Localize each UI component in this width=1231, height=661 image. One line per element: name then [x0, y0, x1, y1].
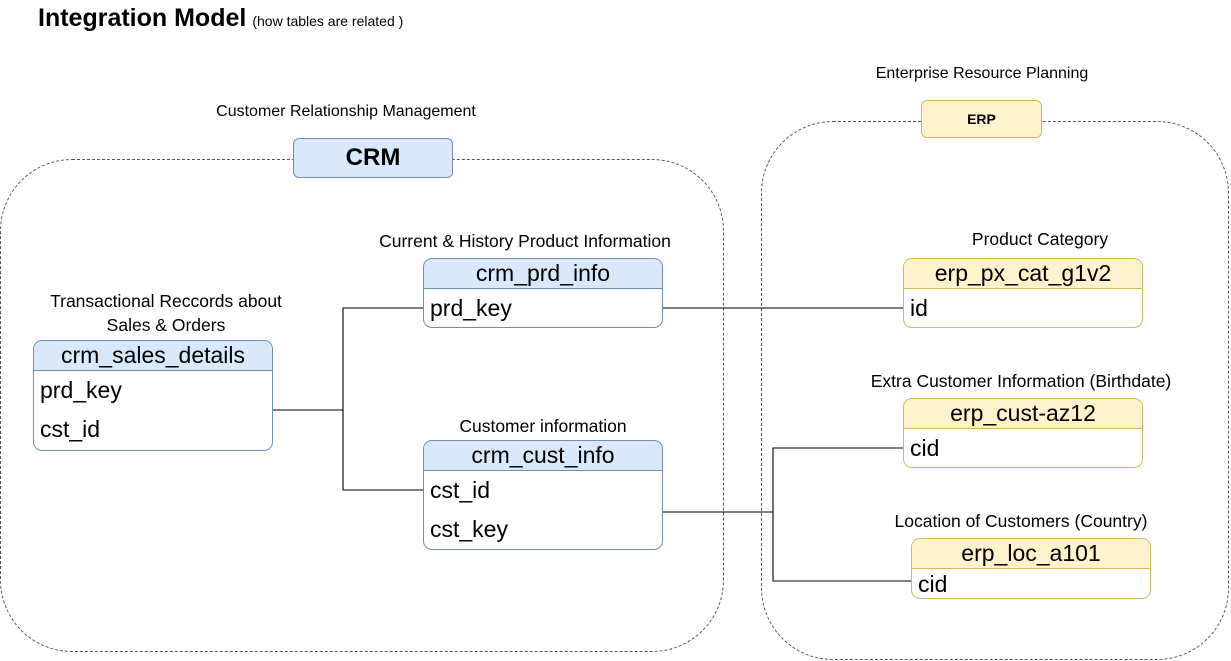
erp-group-caption: Enterprise Resource Planning: [875, 65, 1089, 82]
link-cust-erpcust: [663, 447, 903, 513]
table-header: erp_loc_a101: [912, 539, 1150, 569]
table-erp-px-cat-g1v2[interactable]: erp_px_cat_g1v2 id: [903, 258, 1143, 328]
table-crm-cust-info[interactable]: crm_cust_info cst_id cst_key: [423, 440, 663, 550]
field-cid: cid: [910, 435, 940, 461]
field-prd-key: prd_key: [40, 377, 122, 403]
cust-caption: Customer information: [459, 416, 627, 436]
table-header: crm_sales_details: [34, 341, 272, 371]
table-erp-cust-az12[interactable]: erp_cust-az12 cid: [903, 398, 1143, 468]
field-cid: cid: [918, 571, 948, 597]
table-erp-loc-a101[interactable]: erp_loc_a101 cid: [911, 538, 1151, 599]
sales-caption-line2: Sales & Orders: [106, 315, 226, 335]
title-subtitle: (how tables are related ): [252, 13, 404, 29]
table-header: crm_prd_info: [424, 259, 662, 289]
table-crm-prd-info[interactable]: crm_prd_info prd_key: [423, 258, 663, 328]
field-cst-id: cst_id: [40, 416, 101, 442]
link-sales-cust: [342, 410, 423, 491]
page-title: Integration Model (how tables are related…: [38, 4, 403, 33]
link-cust-loc: [772, 512, 911, 582]
crm-group-caption: Customer Relationship Management: [216, 103, 476, 120]
crm-badge: CRM: [293, 138, 453, 178]
field-cst-id: cst_id: [430, 477, 491, 503]
table-header: erp_cust-az12: [904, 399, 1142, 429]
sales-caption-line1: Transactional Reccords about: [50, 291, 282, 311]
erpcust-caption: Extra Customer Information (Birthdate): [870, 371, 1172, 391]
prd-caption: Current & History Product Information: [379, 231, 671, 251]
field-prd-key: prd_key: [430, 295, 512, 321]
field-id: id: [910, 295, 928, 321]
table-header: erp_px_cat_g1v2: [904, 259, 1142, 289]
loc-caption: Location of Customers (Country): [894, 511, 1148, 531]
field-cst-key: cst_key: [430, 516, 508, 542]
title-text: Integration Model: [38, 4, 247, 32]
pxcat-caption: Product Category: [971, 229, 1109, 249]
table-header: crm_cust_info: [424, 441, 662, 471]
link-sales-prd: [273, 307, 423, 411]
erp-badge: ERP: [921, 100, 1042, 138]
table-crm-sales-details[interactable]: crm_sales_details prd_key cst_id: [33, 340, 273, 451]
